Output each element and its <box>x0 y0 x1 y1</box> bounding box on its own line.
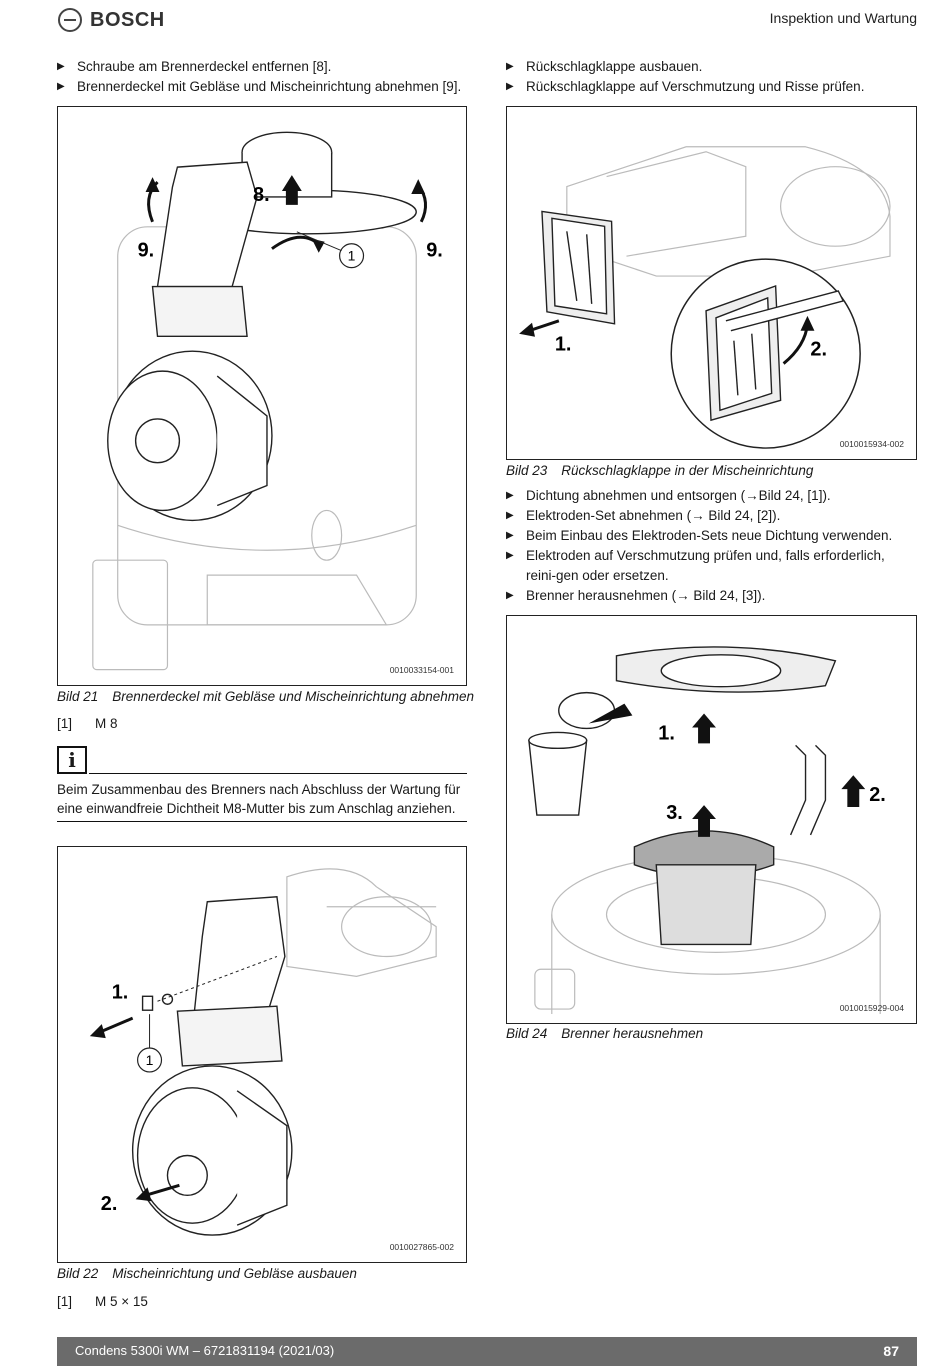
list-item: Brenner herausnehmen (→ Bild 24, [3]). <box>506 586 911 606</box>
page-footer: Condens 5300i WM – 6721831194 (2021/03) … <box>57 1337 917 1366</box>
caption-text: Mischeinrichtung und Gebläse ausbauen <box>112 1266 357 1281</box>
page-number: 87 <box>883 1343 899 1359</box>
callout-2: 2. <box>810 339 827 361</box>
callout-2: 2. <box>869 784 886 806</box>
legend-key: [1] <box>57 716 73 731</box>
list-item: Elektroden-Set abnehmen (→ Bild 24, [2])… <box>506 506 911 526</box>
callout-3: 3. <box>666 802 683 824</box>
callout-1: 1. <box>658 722 675 744</box>
legend-fig-22: [1] M 5 × 15 <box>57 1294 148 1309</box>
caption-number: Bild 24 <box>506 1026 548 1041</box>
section-title: Inspektion und Wartung <box>769 10 917 26</box>
list-item: Brennerdeckel mit Gebläse und Mischeinri… <box>57 77 477 97</box>
info-text: Beim Zusammenbau des Brenners nach Absch… <box>57 782 461 816</box>
figure-23: 1. 2. 0010015934-002 <box>506 106 917 460</box>
list-item: Rückschlagklappe auf Verschmutzung und R… <box>506 77 917 97</box>
caption-fig-21: Bild 21 Brennerdeckel mit Gebläse und Mis… <box>57 689 477 704</box>
figure-24: 1. 2. 3. 0010015929-004 <box>506 615 917 1024</box>
check-valve-illustration: 1. 2. <box>519 146 891 449</box>
brand-logo: BOSCH <box>58 8 165 32</box>
list-item: Beim Einbau des Elektroden-Sets neue Dic… <box>506 526 911 546</box>
caption-fig-24: Bild 24 Brenner herausnehmen <box>506 1026 917 1041</box>
figure-22: 1 1. 2. 0010027865-002 <box>57 846 467 1263</box>
brand-name: BOSCH <box>90 8 165 31</box>
list-item: Elektroden auf Verschmutzung prüfen und,… <box>506 546 911 586</box>
caption-text: Rückschlagklappe in der Mischeinrichtung <box>561 463 814 478</box>
caption-number: Bild 22 <box>57 1266 99 1281</box>
list-item: Dichtung abnehmen und entsorgen (→Bild 2… <box>506 486 911 506</box>
callout-1: 1. <box>555 334 572 356</box>
legend-key: [1] <box>57 1294 73 1309</box>
figure-code: 0010015929-004 <box>839 1003 904 1013</box>
caption-fig-23: Bild 23 Rückschlagklappe in der Mischeinr… <box>506 463 917 478</box>
callout-9-left: 9. <box>138 240 155 262</box>
callout-1: 1 <box>348 248 356 264</box>
info-icon: i <box>57 746 87 774</box>
caption-number: Bild 21 <box>57 689 99 704</box>
callout-9-right: 9. <box>426 240 443 262</box>
document-id: Condens 5300i WM – 6721831194 (2021/03) <box>75 1343 335 1358</box>
right-steps-top: Rückschlagklappe ausbauen. Rückschlagkla… <box>506 57 917 97</box>
figure-21: 1 8. 9. 9. 0010033154-001 <box>57 106 467 686</box>
right-steps-mid: Dichtung abnehmen und entsorgen (→Bild 2… <box>506 486 911 606</box>
caption-fig-22: Bild 22 Mischeinrichtung und Gebläse ausb… <box>57 1266 477 1281</box>
legend-value: M 8 <box>95 716 118 731</box>
list-item: Rückschlagklappe ausbauen. <box>506 57 917 77</box>
burner-cover-illustration: 1 8. 9. 9. <box>92 131 443 671</box>
caption-number: Bild 23 <box>506 463 548 478</box>
callout-1: 1. <box>112 981 129 1003</box>
legend-value: M 5 × 15 <box>95 1294 148 1309</box>
figure-code: 0010015934-002 <box>839 439 904 449</box>
divider <box>89 773 467 774</box>
figure-code: 0010027865-002 <box>389 1242 454 1252</box>
burner-removal-illustration: 1. 2. 3. <box>528 646 886 1015</box>
list-item: Schraube am Brennerdeckel entfernen [8]. <box>57 57 477 77</box>
callout-2: 2. <box>101 1193 118 1215</box>
divider <box>57 821 467 822</box>
caption-text: Brenner herausnehmen <box>561 1026 704 1041</box>
caption-text: Brennerdeckel mit Gebläse und Mischeinri… <box>112 689 474 704</box>
left-steps-top: Schraube am Brennerdeckel entfernen [8].… <box>57 57 477 97</box>
figure-code: 0010033154-001 <box>389 665 454 675</box>
mixing-unit-illustration: 1 1. 2. <box>89 868 437 1236</box>
callout-circle-1: 1 <box>146 1052 154 1068</box>
bosch-armature-icon <box>58 8 82 32</box>
legend-fig-21: [1] M 8 <box>57 716 118 731</box>
callout-8: 8. <box>253 184 270 206</box>
